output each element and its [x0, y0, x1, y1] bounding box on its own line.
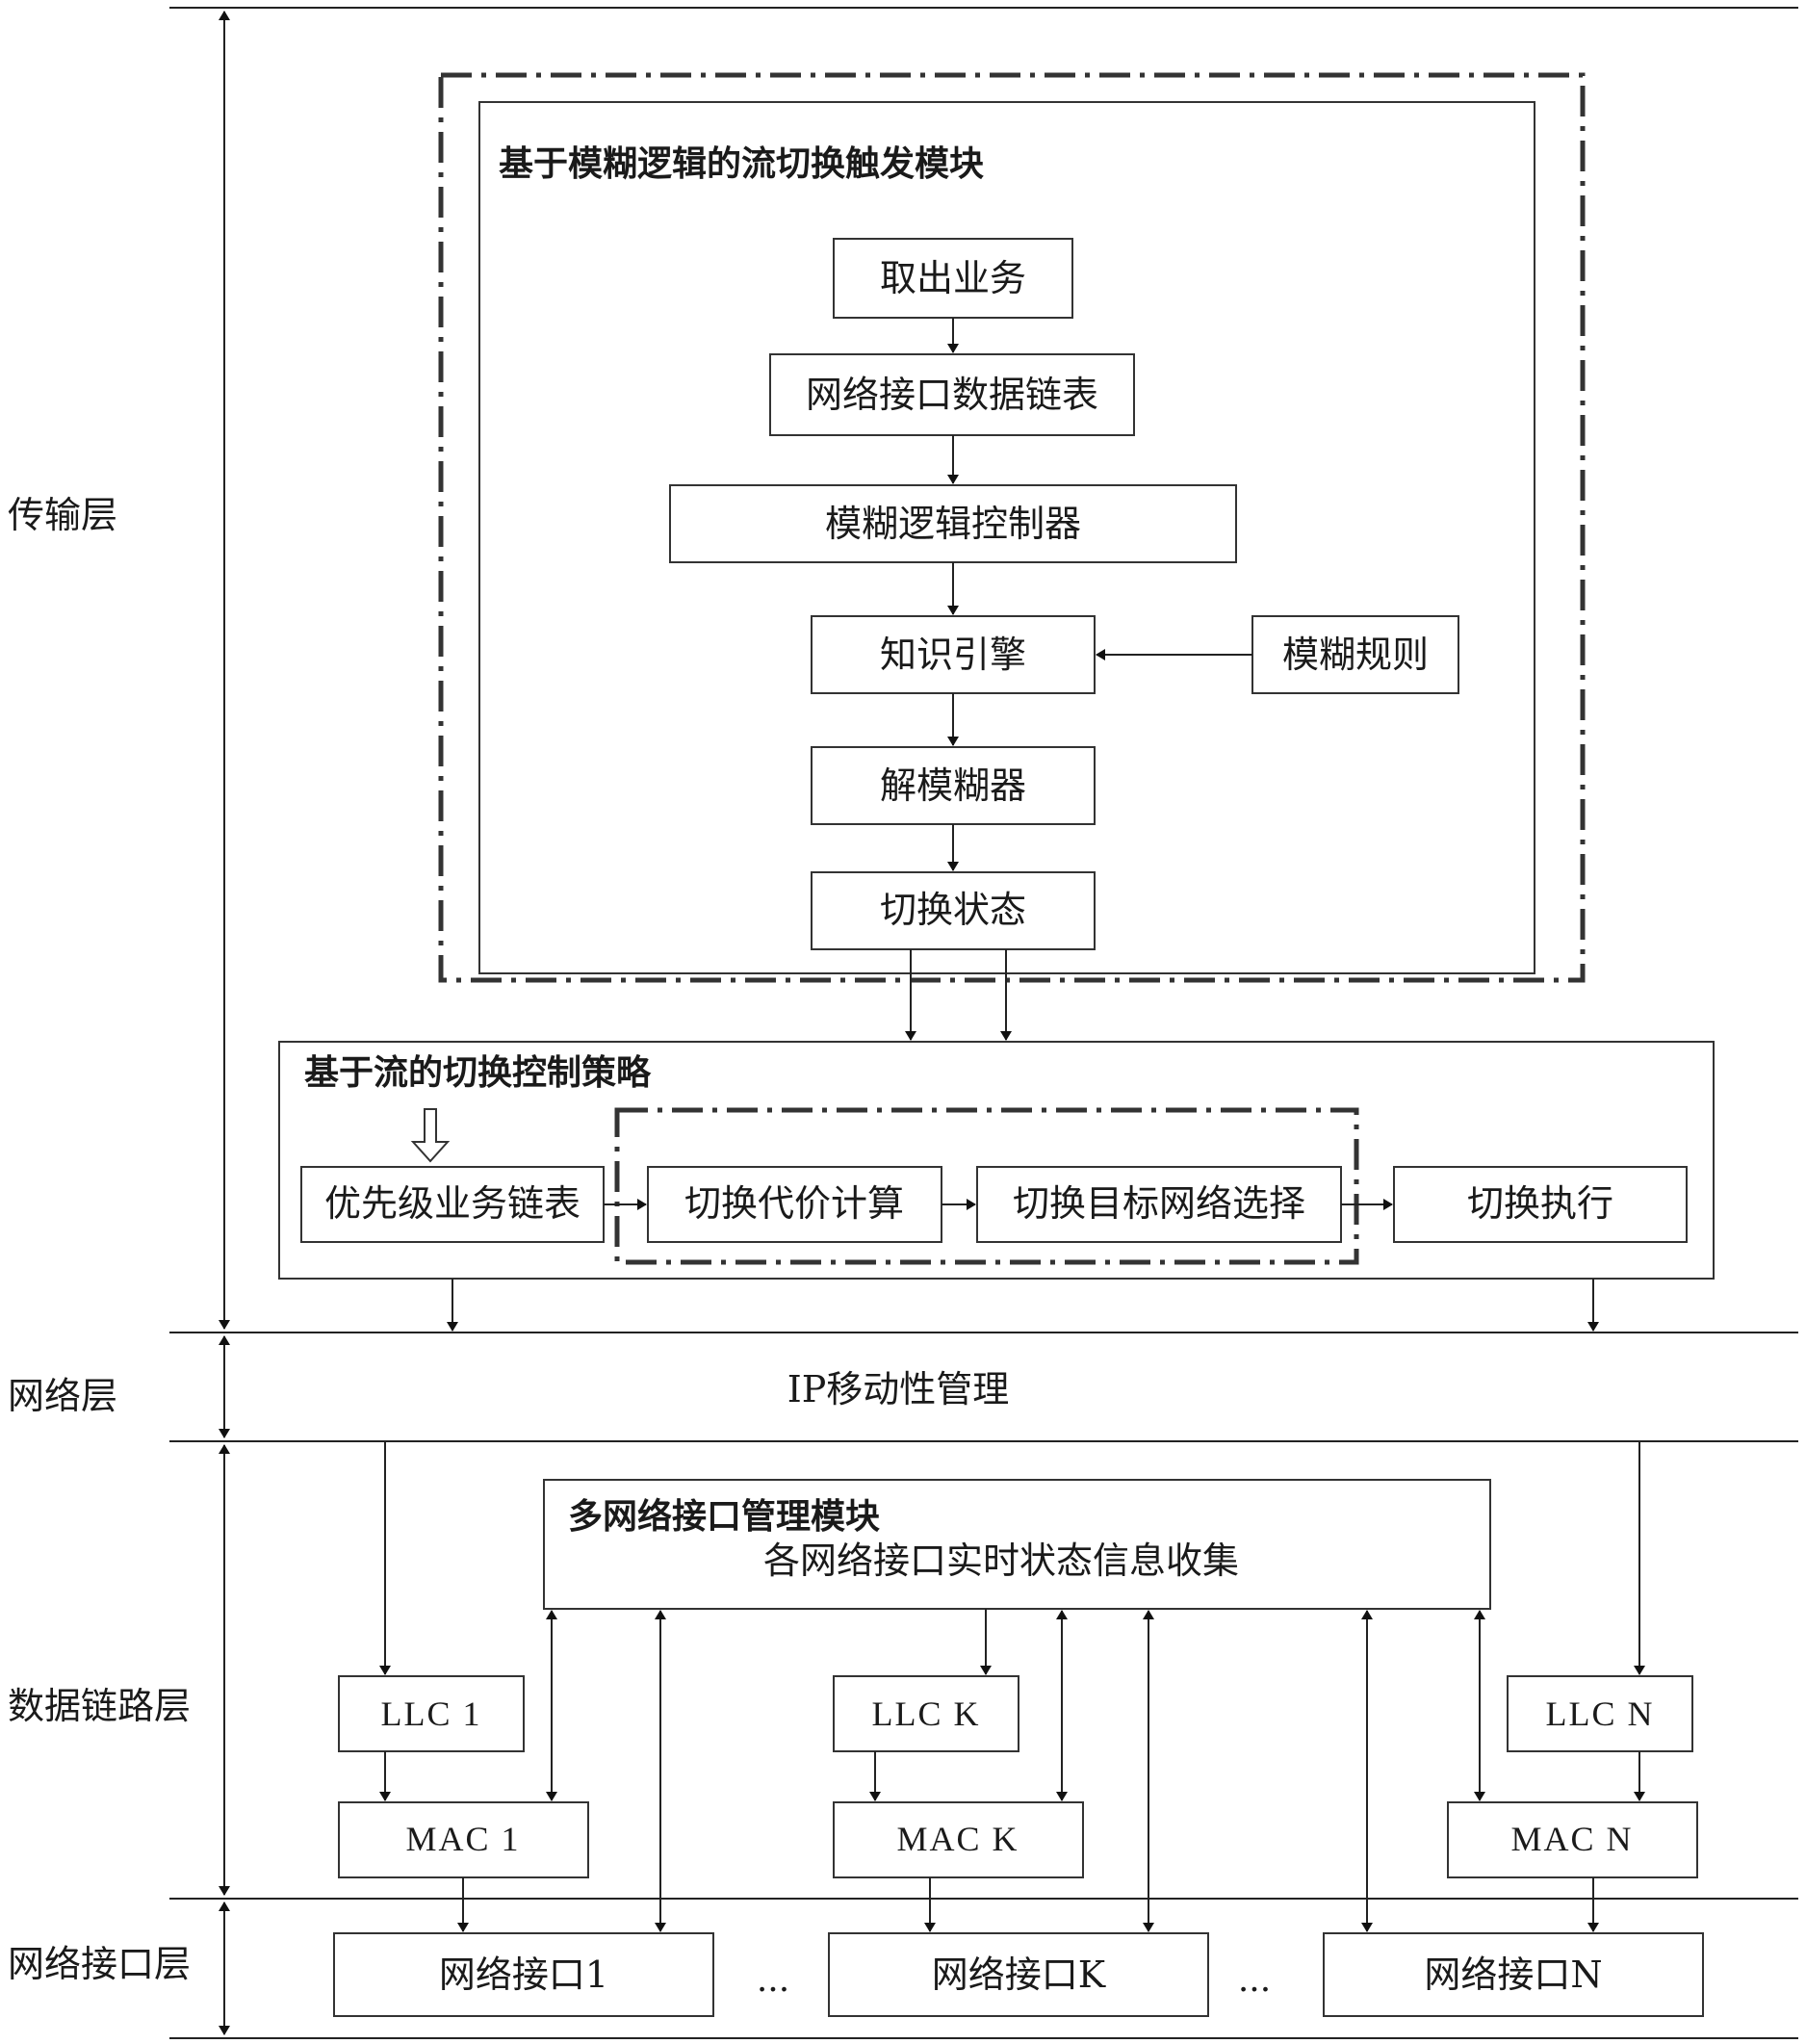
multi-interface-module: 多网络接口管理模块 各网络接口实时状态信息收集: [544, 1480, 1490, 1609]
ellipsis-1: ...: [757, 1960, 789, 2000]
llc-n-label: LLC N: [1546, 1695, 1655, 1733]
priority-list-label: 优先级业务链表: [324, 1182, 580, 1225]
mac-n-label: MAC N: [1510, 1820, 1633, 1858]
layer-label-transport: 传输层: [8, 494, 117, 536]
flow-strategy-title: 基于流的切换控制策略: [304, 1053, 652, 1093]
llc-1-label: LLC 1: [381, 1695, 482, 1733]
fuzzy-controller-label: 模糊逻辑控制器: [825, 503, 1081, 545]
mac-1-label: MAC 1: [405, 1820, 520, 1858]
multi-interface-title: 多网络接口管理模块: [568, 1496, 880, 1537]
fuzzy-trigger-module: 基于模糊逻辑的流切换触发模块 取出业务 网络接口数据链表 模糊逻辑控制器 知识引…: [441, 75, 1583, 1040]
interface-list-label: 网络接口数据链表: [806, 374, 1098, 416]
llc-row: LLC 1 LLC K LLC N: [339, 1676, 1692, 1751]
fuzzy-rules-label: 模糊规则: [1282, 634, 1429, 676]
interface-n-label: 网络接口N: [1424, 1953, 1602, 1996]
take-service-label: 取出业务: [880, 257, 1026, 299]
mac-row: MAC 1 MAC K MAC N: [339, 1802, 1697, 1877]
layer-label-network: 网络层: [8, 1375, 117, 1417]
target-select-label: 切换目标网络选择: [1013, 1182, 1305, 1225]
fuzzy-module-title: 基于模糊逻辑的流切换触发模块: [499, 144, 984, 184]
mac-k-label: MAC K: [896, 1820, 1019, 1858]
flow-strategy-module: 基于流的切换控制策略 优先级业务链表 切换代价计算 切换目标网络选择 切换执行: [279, 1042, 1714, 1331]
llc-k-label: LLC K: [872, 1695, 981, 1733]
interface-k-label: 网络接口K: [932, 1953, 1106, 1996]
ellipsis-2: ...: [1238, 1960, 1271, 2000]
layer-label-datalink: 数据链路层: [8, 1685, 191, 1727]
interface-1-label: 网络接口1: [439, 1953, 608, 1996]
defuzzifier-label: 解模糊器: [880, 764, 1026, 807]
layer-label-interface: 网络接口层: [8, 1943, 191, 1985]
interface-row: 网络接口1 ... 网络接口K ... 网络接口N: [334, 1933, 1703, 2016]
switch-state-label: 切换状态: [880, 889, 1026, 931]
multi-interface-subtitle: 各网络接口实时状态信息收集: [763, 1539, 1239, 1582]
knowledge-engine-label: 知识引擎: [880, 634, 1026, 676]
execute-label: 切换执行: [1467, 1182, 1613, 1225]
ip-mobility-label: IP移动性管理: [787, 1368, 1010, 1410]
cost-calc-label: 切换代价计算: [684, 1182, 904, 1225]
